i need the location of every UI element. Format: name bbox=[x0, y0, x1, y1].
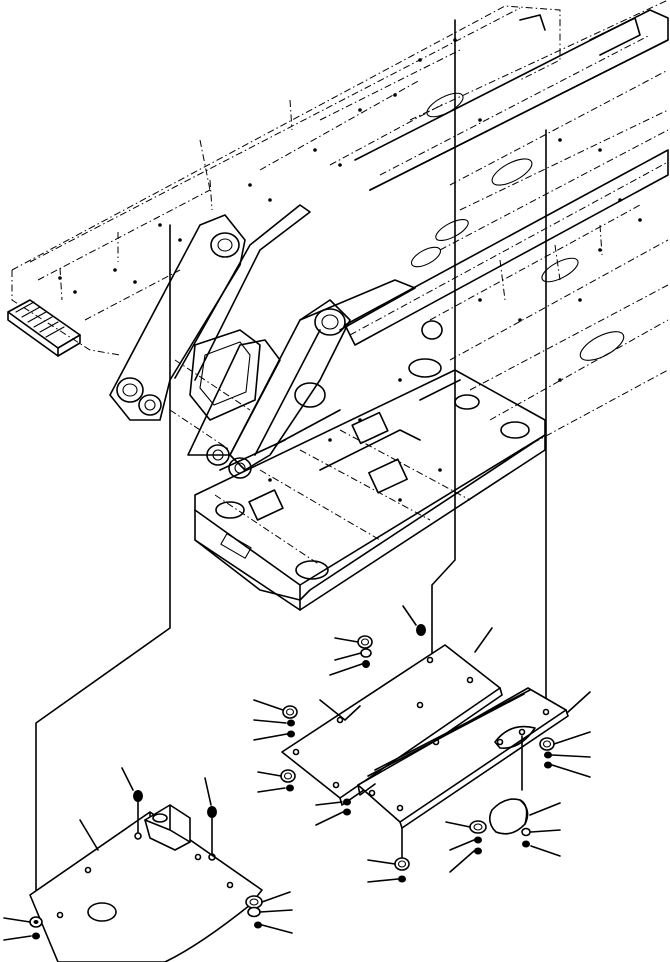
washer-center-left-stack bbox=[253, 699, 298, 741]
frame-assembly bbox=[7, 0, 669, 611]
cover-right bbox=[357, 687, 591, 883]
right-rail-upper bbox=[354, 9, 669, 191]
washer-center-top-stack bbox=[329, 635, 373, 676]
frame-upper-deck bbox=[11, 5, 561, 271]
leader-line-left bbox=[35, 224, 171, 906]
pin-boss-1 bbox=[210, 232, 240, 258]
washer-center-mid-stack bbox=[257, 769, 296, 793]
alignment-lines bbox=[35, 19, 547, 906]
pin-boss-3 bbox=[138, 394, 162, 416]
pin-boss-5 bbox=[206, 444, 230, 466]
cover-left bbox=[3, 767, 293, 962]
cover-left-bracket bbox=[144, 804, 191, 851]
boom-mount bbox=[109, 204, 443, 479]
washer-right-plate-stack bbox=[539, 731, 591, 778]
washer-lower-left-stack bbox=[367, 827, 410, 883]
frame-fastener-dots bbox=[58, 38, 642, 502]
callout-cover-center bbox=[474, 627, 493, 653]
cover-right-hatch bbox=[494, 725, 536, 749]
pin-boss-2 bbox=[116, 377, 144, 403]
callout-cover-left bbox=[79, 819, 99, 851]
bolt-center-top bbox=[402, 605, 426, 636]
step-plate bbox=[7, 299, 81, 357]
washer-left-stack bbox=[3, 916, 43, 941]
bolt-left-1 bbox=[133, 790, 143, 840]
frame-lower-box bbox=[194, 358, 546, 611]
pin-boss-4 bbox=[314, 308, 346, 336]
round-cover-fastener bbox=[521, 827, 561, 857]
right-rail-lower bbox=[344, 149, 669, 346]
washer-right-stack bbox=[245, 891, 293, 934]
bolt-left-2 bbox=[207, 806, 217, 861]
washer-bottom-stack bbox=[445, 820, 487, 873]
washer-center-bottom-stack bbox=[315, 798, 351, 826]
cover-left-access-hole bbox=[87, 902, 117, 922]
leader-line-center bbox=[431, 19, 456, 661]
round-cover bbox=[488, 798, 561, 857]
